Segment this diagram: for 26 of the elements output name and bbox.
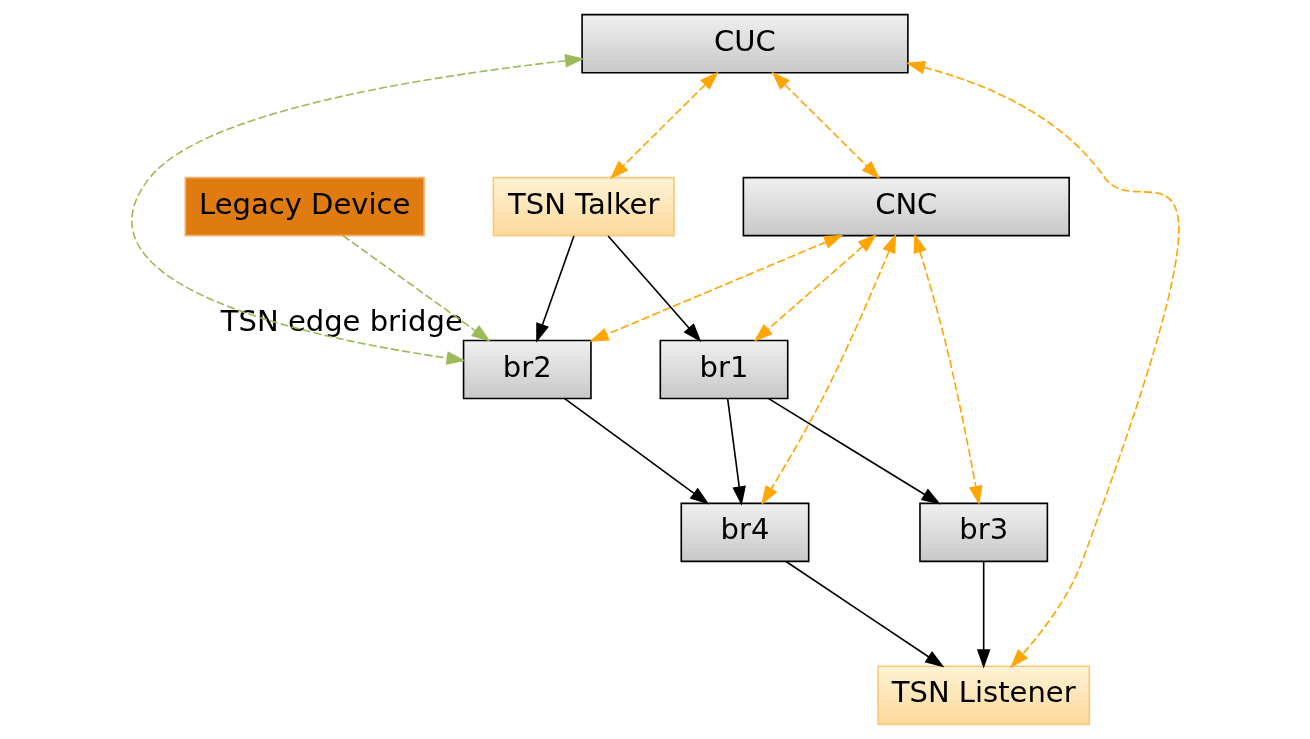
- arrow: [760, 233, 896, 505]
- arrow: [753, 234, 877, 342]
- arrow: [767, 397, 941, 505]
- arrow: [588, 234, 843, 342]
- node-box: TSN Talker: [492, 176, 675, 237]
- arrow: [606, 235, 701, 343]
- node-box: br4: [679, 502, 809, 563]
- arrow: [976, 561, 990, 669]
- arrow: [341, 234, 491, 342]
- node-box: CNC: [742, 176, 1070, 237]
- arrow: [784, 560, 944, 668]
- arrow: [609, 71, 719, 180]
- node-box: CUC: [580, 13, 909, 74]
- arrow: [726, 398, 746, 506]
- arrow: [535, 235, 575, 343]
- node-box: Legacy Device: [184, 176, 425, 237]
- arrow: [905, 60, 1180, 668]
- node-box: TSN Listener: [876, 665, 1090, 726]
- node-box: br1: [659, 339, 789, 400]
- arrow: [563, 397, 709, 505]
- arrow: [770, 71, 880, 180]
- node-box: br3: [918, 502, 1048, 563]
- arrow: [913, 233, 982, 506]
- arrow: [130, 54, 584, 365]
- node-label: TSN edge bridge: [220, 304, 463, 339]
- node-box: br2: [462, 339, 592, 400]
